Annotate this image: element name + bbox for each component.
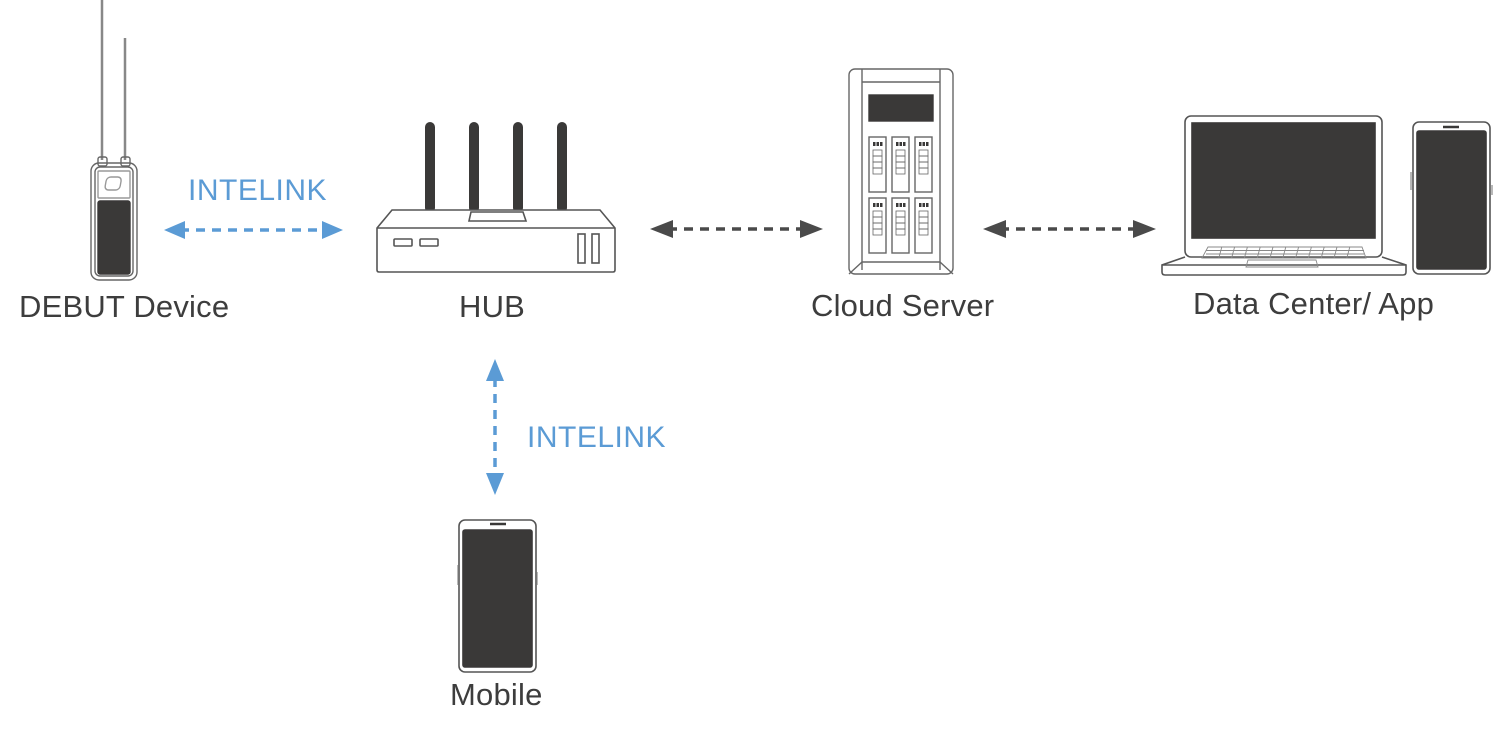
- link-cloud-datacenter: [983, 220, 1156, 238]
- drive-bay: [868, 136, 887, 193]
- arrowhead-left-icon: [650, 220, 673, 238]
- data-center-smartphone-icon: [1410, 121, 1493, 275]
- drive-bay: [914, 197, 933, 254]
- arrowhead-right-icon: [800, 220, 823, 238]
- arrowhead-right-icon: [1133, 220, 1156, 238]
- link-debut-hub: [164, 221, 343, 239]
- laptop-icon: [1161, 115, 1407, 276]
- hub-label: HUB: [459, 289, 526, 324]
- drive-bay: [891, 197, 910, 254]
- cloud-server-label: Cloud Server: [811, 288, 995, 323]
- drive-bay: [868, 197, 887, 254]
- intelink-label-hub-mobile: INTELINK: [527, 421, 667, 454]
- arrowhead-left-icon: [164, 221, 185, 239]
- arrowhead-up-icon: [486, 359, 504, 381]
- hub-router-icon: [376, 122, 616, 273]
- link-hub-cloud: [650, 220, 823, 238]
- drive-bay: [891, 136, 910, 193]
- debut-device-label: DEBUT Device: [19, 289, 230, 324]
- link-hub-mobile: [486, 359, 504, 495]
- drive-bay: [914, 136, 933, 193]
- arrowhead-down-icon: [486, 473, 504, 495]
- cloud-server-icon: [848, 68, 954, 275]
- debut-device-icon: [90, 0, 138, 281]
- mobile-smartphone-icon: [457, 519, 538, 673]
- intelink-label-debut-hub: INTELINK: [188, 174, 328, 207]
- arrowhead-left-icon: [983, 220, 1006, 238]
- data-center-app-label: Data Center/ App: [1193, 286, 1435, 321]
- arrowhead-right-icon: [322, 221, 343, 239]
- mobile-label: Mobile: [450, 677, 543, 712]
